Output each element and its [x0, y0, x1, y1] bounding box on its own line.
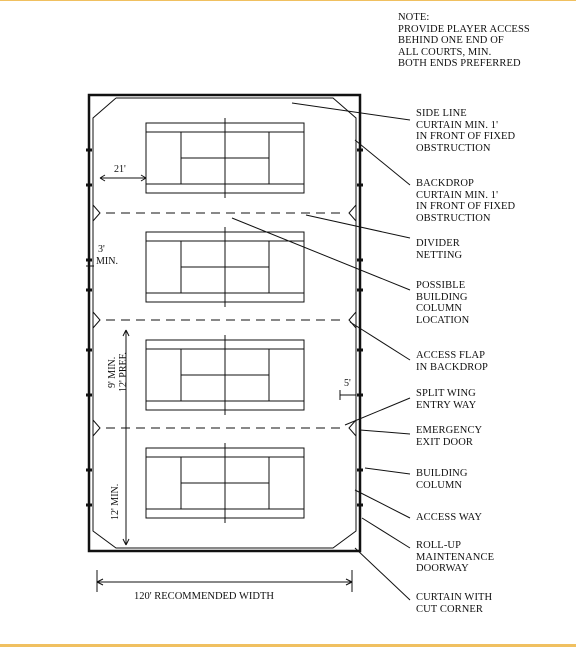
dim-21: [99, 174, 147, 182]
callout-leaders: [231, 102, 411, 601]
note-heading: NOTE:: [398, 12, 430, 23]
building-columns: [86, 148, 363, 507]
dim-9min-label: 9' MIN.: [107, 356, 118, 388]
dim-3-min-label: MIN.: [96, 256, 118, 267]
entry-notches: [92, 204, 357, 437]
divider-netting: [106, 212, 342, 429]
dim-5-label: 5': [344, 378, 351, 389]
dim-9min: [122, 329, 130, 440]
court-1: [145, 118, 305, 198]
note-line: PROVIDE PLAYER ACCESS: [398, 23, 530, 35]
dim-12pref-label: 12' PREF.: [118, 352, 129, 392]
note-line: ALL COURTS, MIN.: [398, 46, 492, 58]
dim-width: [96, 570, 353, 592]
court-3: [145, 335, 305, 415]
court-2: [145, 227, 305, 307]
building-wall: [87, 93, 362, 553]
callout-access-way: ACCESS WAY: [416, 512, 483, 523]
dim-width-label: 120' RECOMMENDED WIDTH: [134, 591, 274, 602]
note-line: BOTH ENDS PREFERRED: [398, 58, 521, 69]
dim-5: [339, 390, 357, 400]
dim-12min-label: 12' MIN.: [110, 483, 121, 520]
court-4: [145, 443, 305, 523]
dim-12min: [122, 440, 130, 546]
note-line: BEHIND ONE END OF: [398, 35, 504, 46]
dim-3-label: 3': [98, 244, 105, 255]
dim-21-label: 21': [114, 164, 126, 175]
note-block: NOTE: PROVIDE PLAYER ACCESS BEHIND ONE E…: [398, 12, 530, 70]
curtain-outline: [92, 97, 357, 549]
